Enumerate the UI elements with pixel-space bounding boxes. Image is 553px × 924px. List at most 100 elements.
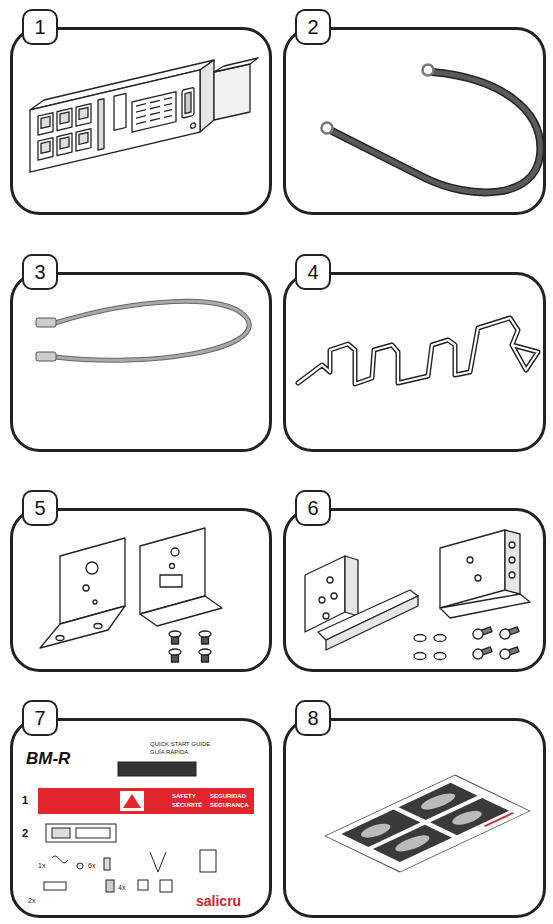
battery-module-drawing: [150, 106, 160, 108]
rail-bracket-drawing: [509, 572, 515, 578]
rail-bracket-drawing: [414, 653, 426, 660]
product-name: BM-R: [26, 750, 70, 767]
quick-guide-artwork: [123, 794, 141, 808]
panel-border: [285, 510, 545, 671]
panel-outline: [10, 272, 272, 452]
printed-sheet-drawing: [325, 775, 530, 872]
rail-bracket-drawing: [499, 628, 512, 641]
printed-sheet-drawing: [416, 791, 461, 812]
mounting-bracket-drawing: [170, 564, 175, 569]
callout-tab: 5: [22, 490, 58, 526]
quick-guide-artwork: [38, 788, 254, 814]
battery-module-drawing: [98, 99, 104, 150]
rail-bracket-drawing: [499, 645, 520, 661]
mounting-bracket-drawing: [199, 631, 211, 644]
mounting-bracket-drawing: [169, 631, 181, 644]
safety-heading: SÉCURITÉ: [172, 802, 202, 808]
quick-guide-artwork: [52, 828, 70, 838]
quick-guide-artwork: [106, 880, 114, 892]
mounting-bracket-drawing: [171, 548, 179, 556]
battery-module-drawing: [30, 58, 258, 172]
battery-module-drawing: [164, 110, 172, 112]
callout-number: 2: [307, 17, 318, 37]
panel-outline: [283, 27, 546, 215]
battery-module-drawing: [38, 138, 53, 161]
battery-module-drawing: [164, 116, 172, 118]
callout-tab: 6: [295, 490, 331, 526]
battery-module-drawing: [41, 116, 50, 128]
callout-tab: 2: [295, 9, 331, 45]
mounting-bracket-drawing: [93, 600, 97, 604]
battery-module-drawing: [76, 104, 91, 127]
quantity-mark: 1x: [38, 862, 45, 869]
rail-bracket-drawing: [331, 593, 337, 599]
battery-cable-drawing: [332, 72, 540, 192]
printed-sheet-drawing: [325, 775, 530, 872]
rail-bracket-drawing: [440, 530, 505, 608]
battery-module-drawing: [30, 70, 200, 172]
rail-bracket-drawing: [305, 530, 530, 660]
wire-bracket-drawing: [298, 318, 538, 384]
rail-bracket-drawing: [434, 635, 446, 642]
callout-number: 5: [34, 498, 45, 518]
mounting-bracket-drawing: [140, 596, 222, 626]
panel-border: [12, 720, 271, 917]
callout-number: 4: [307, 262, 318, 282]
wire-bracket-drawing: [298, 318, 538, 384]
rail-bracket-drawing: [327, 577, 333, 583]
rail-bracket-drawing: [472, 628, 485, 641]
rail-bracket-drawing: [509, 542, 515, 548]
mounting-bracket-drawing: [199, 631, 211, 637]
rail-bracket-drawing: [499, 648, 512, 661]
callout-tab: 8: [295, 700, 331, 736]
rail-bracket-drawing: [509, 557, 515, 563]
callout-number: 3: [34, 262, 45, 282]
rail-bracket-drawing: [434, 653, 446, 660]
mounting-bracket-drawing: [40, 528, 222, 662]
quick-guide-artwork: [118, 762, 196, 776]
callout-tab: 7: [22, 700, 58, 736]
battery-module-drawing: [57, 133, 72, 156]
brand-logo: salicru: [196, 894, 241, 908]
battery-module-drawing: [60, 137, 69, 149]
panel-border: [12, 274, 271, 451]
panel-border: [285, 274, 545, 451]
rail-bracket-drawing: [414, 635, 426, 642]
quantity-mark: 4x: [118, 884, 125, 891]
battery-module-drawing: [136, 110, 146, 112]
rail-bracket-drawing: [440, 594, 530, 618]
battery-module-drawing: [136, 104, 146, 106]
callout-number: 1: [34, 17, 45, 37]
quick-guide-artwork: [44, 882, 66, 890]
battery-module-drawing: [150, 100, 160, 102]
quick-guide-artwork: [52, 856, 68, 863]
rail-bracket-drawing: [472, 645, 493, 661]
battery-module-drawing: [191, 123, 196, 129]
printed-sheet-drawing: [390, 833, 435, 854]
panel-border: [12, 510, 271, 671]
quick-guide-artwork: [76, 828, 110, 838]
battery-module-drawing: [76, 129, 91, 152]
mounting-bracket-drawing: [169, 631, 181, 637]
battery-module-drawing: [150, 112, 160, 114]
rail-bracket-drawing: [323, 613, 329, 619]
mounting-bracket-drawing: [199, 649, 211, 655]
network-cable-drawing: [55, 301, 249, 360]
step-number: 1: [22, 795, 28, 806]
battery-module-drawing: [182, 87, 194, 118]
panel-outline: [283, 272, 546, 452]
panel-outline: [283, 508, 546, 672]
battery-module-drawing: [41, 141, 50, 153]
panel-outline: [10, 718, 272, 918]
rail-bracket-drawing: [472, 625, 493, 641]
mounting-bracket-drawing: [94, 624, 102, 629]
kit-item-panel: 8: [283, 718, 546, 918]
kit-item-panel: 4: [283, 272, 546, 452]
panel-border: [285, 720, 545, 917]
battery-module-drawing: [200, 60, 214, 132]
mounting-bracket-drawing: [169, 649, 181, 662]
rail-bracket-drawing: [472, 648, 485, 661]
kit-item-panel: 2: [283, 27, 546, 215]
